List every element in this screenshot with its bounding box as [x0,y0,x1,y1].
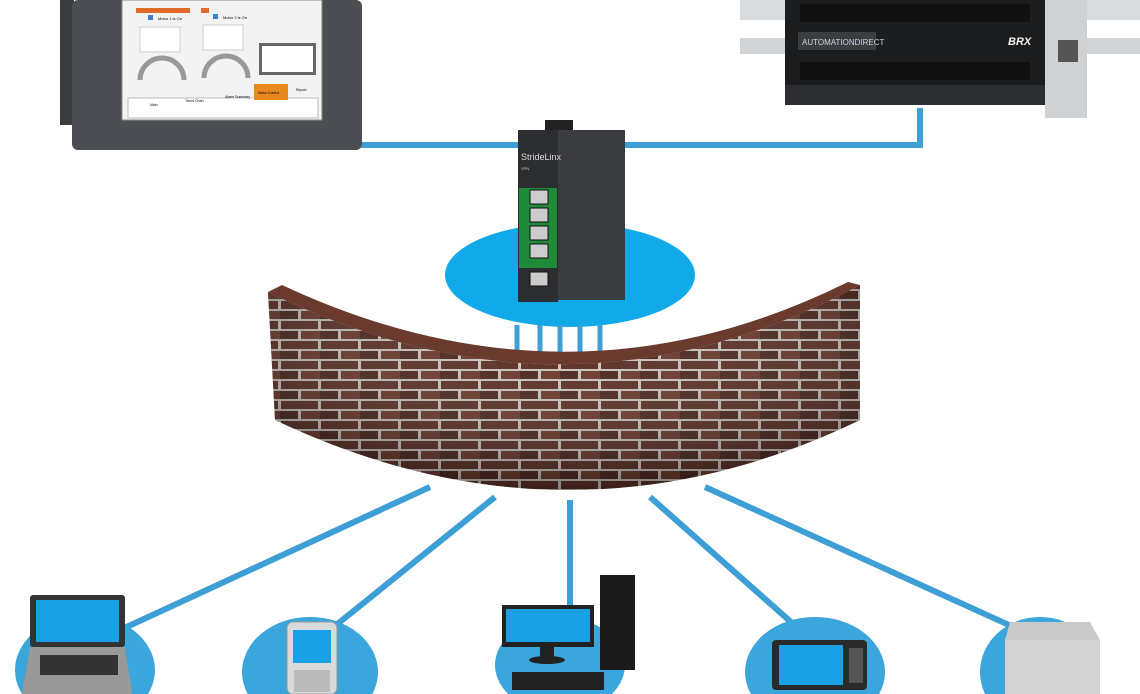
plc-model: BRX [1008,36,1032,48]
laptop-icon [22,595,132,694]
hmi-panel: Motor 1 is On Motor 2 is On Main Trend C… [60,0,362,150]
device-cables [118,484,1022,633]
hmi-tab-motor[interactable]: Motor Control [258,91,279,95]
active-tab-indicator [254,84,288,100]
firewall-brick-wall [268,282,860,490]
router-brand: StrideLinx [521,152,562,162]
plc-brand: AUTOMATIONDIRECT [802,38,884,47]
motor2-label: Motor 2 is On [223,15,247,20]
plc-controller: AUTOMATIONDIRECT BRX [785,0,1087,118]
hmi-tab-trend[interactable]: Trend Chart [185,99,204,103]
motor1-label: Motor 1 is On [158,16,182,21]
server-icon [1005,622,1100,694]
ethernet-ports [529,189,549,287]
stridelinx-vpn-router: StrideLinx VPN [518,120,625,302]
hmi-tab-alarm[interactable]: Alarm Summary [225,95,250,99]
desktop-computer-icon [502,575,635,690]
tablet-icon [772,640,867,690]
smartphone-icon [286,621,338,694]
router-subtitle: VPN [521,166,529,171]
hmi-tab-main[interactable]: Main [150,103,158,107]
hmi-tab-report[interactable]: Report [296,88,307,92]
